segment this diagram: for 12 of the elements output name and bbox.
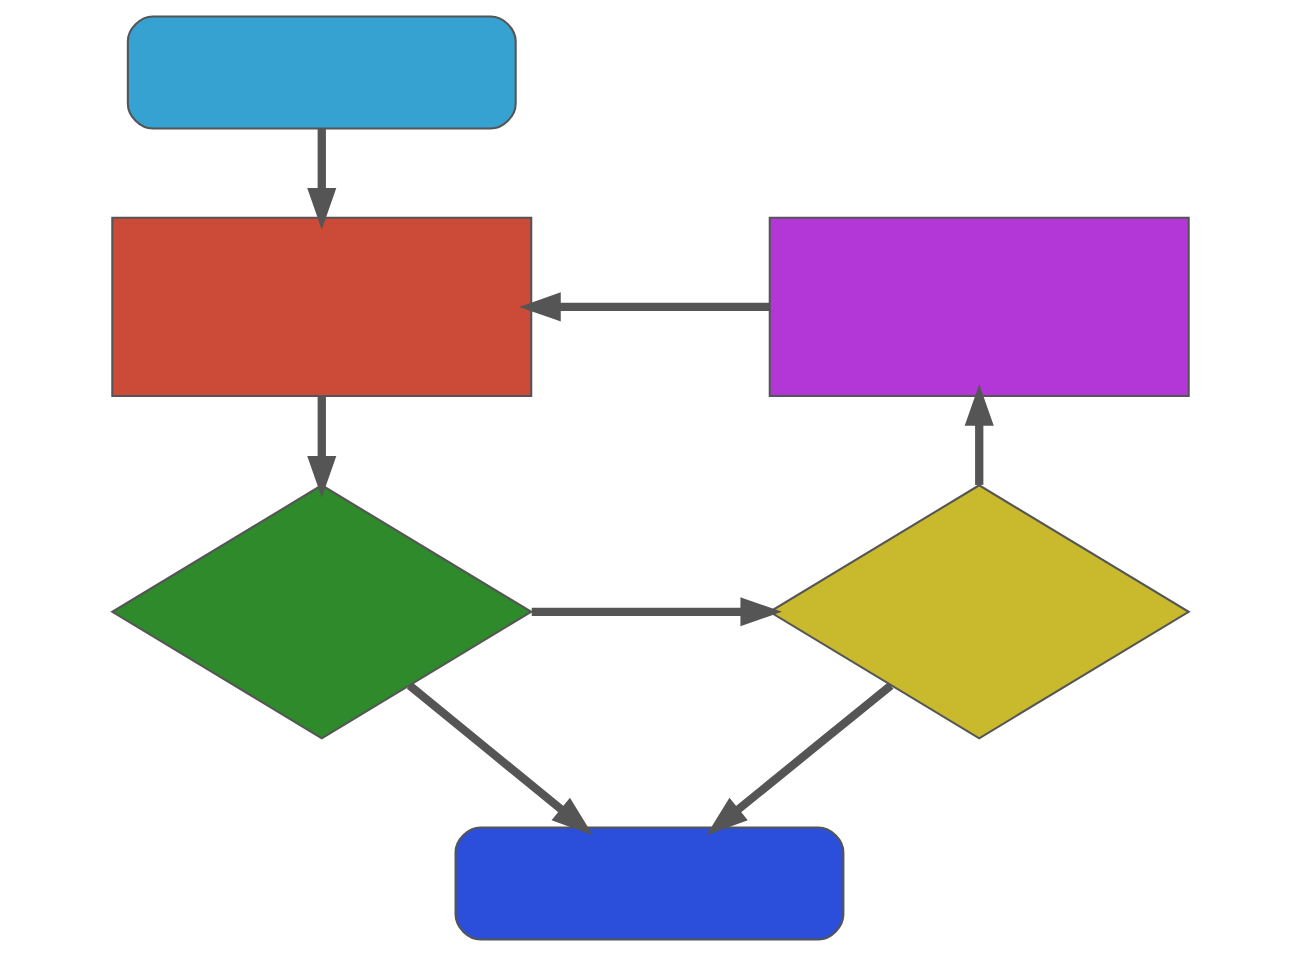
- arrow: [531, 597, 782, 627]
- node-box: [110, 216, 532, 398]
- arrow: [964, 384, 994, 485]
- arrow: [518, 292, 769, 322]
- arrow: [306, 396, 336, 498]
- node-pill: [454, 826, 844, 941]
- arrow: [705, 682, 893, 836]
- node-box: [768, 216, 1190, 398]
- node-pill: [126, 15, 517, 130]
- arrow: [406, 682, 593, 836]
- node-diamond: [109, 484, 533, 740]
- arrow: [306, 128, 336, 230]
